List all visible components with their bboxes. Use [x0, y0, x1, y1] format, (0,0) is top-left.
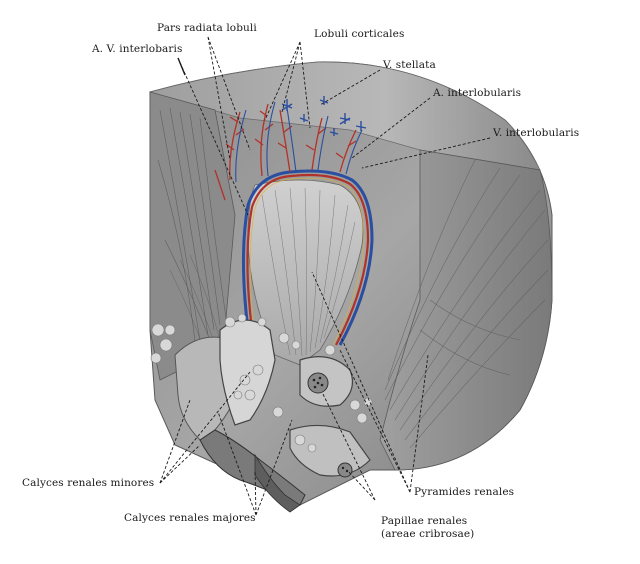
label-calyces-renales-majores: Calyces renales majores: [124, 512, 256, 524]
central-pyramid: [247, 179, 364, 366]
label-papillae-renales: Papillae renales: [381, 515, 468, 527]
label-v-interlobularis: V. interlobularis: [493, 127, 580, 139]
left-pyramid-striations: [157, 107, 227, 351]
interlobar-vessels: [241, 169, 374, 346]
calyces-region: [150, 313, 373, 513]
leader-lines: [159, 36, 491, 516]
label-v-stellata: V. stellata: [383, 59, 436, 71]
label-calyces-renales-minores: Calyces renales minores: [22, 477, 155, 489]
label-a-interlobularis: A. interlobularis: [433, 87, 522, 99]
label-areae-cribrosae: (areae cribrosae): [381, 528, 475, 540]
interlobular-branches: [214, 101, 363, 201]
label-pars-radiata-lobuli: Pars radiata lobuli: [157, 22, 257, 34]
label-pyramides-renales: Pyramides renales: [414, 486, 515, 498]
label-av-interlobaris: A. V. interlobaris: [92, 43, 183, 55]
stellate-veins: [281, 96, 367, 136]
right-pyramid-striations: [384, 159, 549, 449]
label-lobuli-corticales: Lobuli corticales: [314, 28, 405, 40]
